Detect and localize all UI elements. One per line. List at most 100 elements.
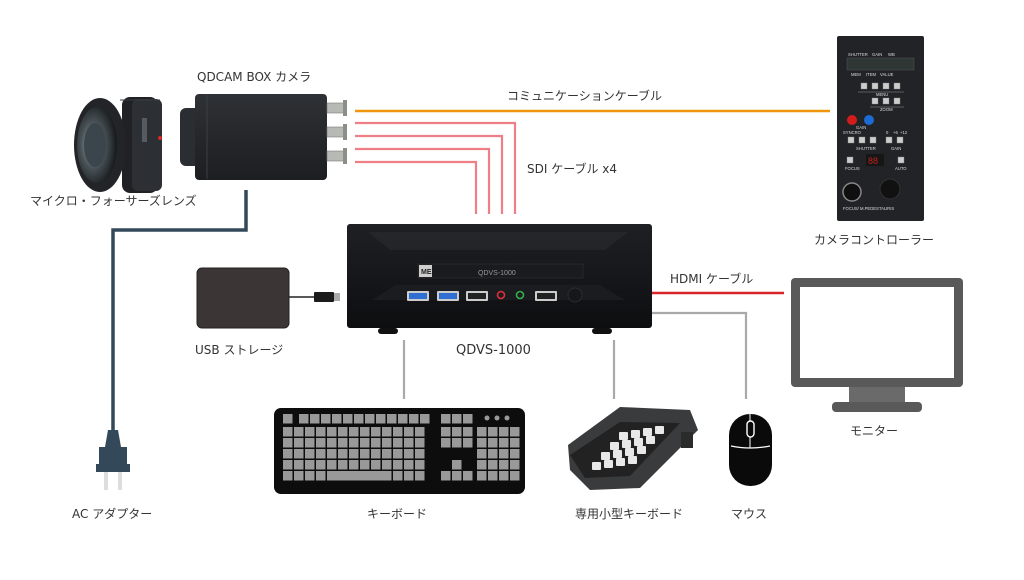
key xyxy=(415,460,425,470)
mouse-image xyxy=(729,414,772,486)
key xyxy=(510,449,520,459)
keypad-key xyxy=(637,446,646,454)
key xyxy=(510,438,520,448)
camera-controller-image xyxy=(837,36,924,221)
controller-label: カメラコントローラー xyxy=(814,233,935,247)
key xyxy=(371,449,381,459)
key xyxy=(316,460,326,470)
power-cable xyxy=(111,190,248,430)
key xyxy=(415,427,425,437)
panel-label: 0 xyxy=(886,130,889,135)
server-label: QDVS-1000 xyxy=(456,343,531,358)
key xyxy=(393,460,403,470)
sdi-cable-1 xyxy=(355,121,517,214)
key xyxy=(477,460,487,470)
keypad-key xyxy=(634,438,643,446)
key xyxy=(371,460,381,470)
key xyxy=(382,449,392,459)
key xyxy=(477,471,487,481)
indicator-led xyxy=(494,415,500,421)
key xyxy=(332,414,342,424)
key xyxy=(499,438,509,448)
key xyxy=(452,471,462,481)
key xyxy=(477,438,487,448)
key xyxy=(327,471,389,481)
key xyxy=(327,427,337,437)
key xyxy=(294,438,304,448)
mic-jack xyxy=(496,290,506,300)
key xyxy=(294,460,304,470)
sdi-cable-4 xyxy=(355,160,478,214)
power-button xyxy=(567,287,583,303)
key xyxy=(409,414,419,424)
indicator-led xyxy=(504,415,510,421)
key xyxy=(382,460,392,470)
key xyxy=(294,471,304,481)
key xyxy=(488,471,498,481)
ac-adapter-label: AC アダプター xyxy=(72,507,153,521)
key xyxy=(415,471,425,481)
panel-label: VALUE xyxy=(880,72,894,77)
key xyxy=(316,438,326,448)
key xyxy=(393,438,403,448)
keypad-image xyxy=(568,407,698,490)
camera-image xyxy=(180,94,347,180)
key xyxy=(488,438,498,448)
key xyxy=(499,460,509,470)
key xyxy=(387,414,397,424)
key xyxy=(316,427,326,437)
key xyxy=(420,414,430,424)
sdi-cable-3 xyxy=(355,147,491,214)
keypad-key xyxy=(643,428,652,436)
key xyxy=(349,427,359,437)
keypad-key xyxy=(619,432,628,440)
key xyxy=(393,449,403,459)
sdi-cable-2 xyxy=(355,134,504,214)
panel-label: GAIN xyxy=(872,52,882,57)
key xyxy=(338,427,348,437)
key xyxy=(305,460,315,470)
keypad-key xyxy=(604,460,613,468)
key xyxy=(463,438,473,448)
key xyxy=(404,471,414,481)
usb-peripheral-cables xyxy=(402,311,748,399)
key xyxy=(404,449,414,459)
key xyxy=(398,414,408,424)
key xyxy=(452,460,462,470)
key xyxy=(441,414,451,424)
key xyxy=(305,427,315,437)
headphone-jack xyxy=(515,290,525,300)
key xyxy=(283,471,293,481)
key xyxy=(452,414,462,424)
key xyxy=(441,438,451,448)
key xyxy=(343,414,353,424)
key xyxy=(327,449,337,459)
key xyxy=(305,438,315,448)
panel-label: MENU xyxy=(876,92,888,97)
key xyxy=(393,471,403,481)
key xyxy=(488,427,498,437)
key xyxy=(488,449,498,459)
key xyxy=(441,427,451,437)
keypad-key xyxy=(622,440,631,448)
key xyxy=(477,427,487,437)
server-logo: ME xyxy=(421,269,432,276)
monitor-label: モニター xyxy=(850,424,899,438)
key xyxy=(499,449,509,459)
key xyxy=(477,449,487,459)
mouse-label: マウス xyxy=(731,507,768,521)
key xyxy=(499,427,509,437)
ac-plug-image xyxy=(96,430,130,490)
key xyxy=(305,471,315,481)
sdi-cable-label: SDI ケーブル x4 xyxy=(527,162,618,176)
key xyxy=(327,460,337,470)
keypad-key xyxy=(601,452,610,460)
key xyxy=(404,438,414,448)
key xyxy=(510,427,520,437)
key xyxy=(338,449,348,459)
key xyxy=(360,460,370,470)
key xyxy=(360,438,370,448)
lens-label: マイクロ・フォーサーズレンズ xyxy=(30,194,197,208)
keypad-key xyxy=(592,462,601,470)
key xyxy=(283,438,293,448)
